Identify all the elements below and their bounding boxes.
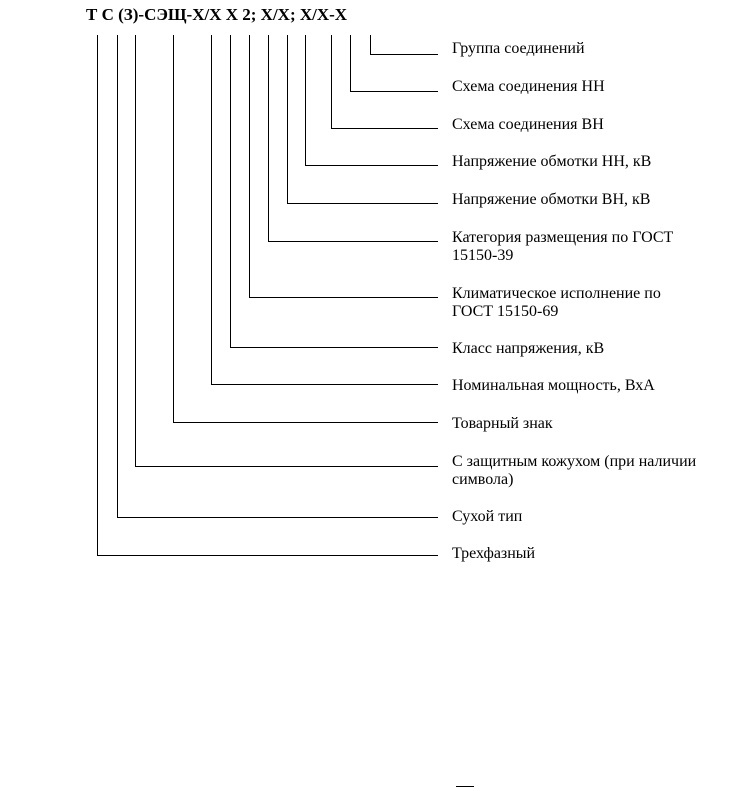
designation-code: Т С (З)-СЭЩ-Х/Х Х 2; Х/Х; Х/Х-Х — [86, 5, 348, 24]
legend-label-line: Номинальная мощность, ВхА — [452, 377, 655, 394]
legend-label: Схема соединения ВН — [452, 116, 604, 134]
leader-line — [97, 35, 438, 556]
leader-line — [305, 35, 438, 166]
legend-label-line: Класс напряжения, кВ — [452, 340, 605, 357]
leader-line — [135, 35, 438, 467]
leader-line — [287, 35, 438, 204]
legend-label-line: Схема соединения ВН — [452, 116, 604, 133]
leader-line — [249, 35, 438, 298]
page-dash — [456, 786, 474, 787]
leader-line — [331, 35, 438, 129]
legend-label-line: Категория размещения по ГОСТ — [452, 229, 674, 246]
legend-label-line: Напряжение обмотки ВН, кВ — [452, 191, 651, 208]
legend-label-line: Группа соединений — [452, 40, 585, 57]
legend-label: Группа соединений — [452, 40, 585, 58]
leader-line — [268, 35, 438, 242]
leader-line — [117, 35, 438, 518]
legend-label-line: С защитным кожухом (при наличии — [452, 453, 697, 470]
legend-label-line: 15150-39 — [452, 247, 514, 264]
legend-label: Напряжение обмотки НН, кВ — [452, 153, 651, 171]
legend-label-line: Сухой тип — [452, 508, 523, 525]
leader-lines — [97, 35, 438, 556]
legend-label: Сухой тип — [452, 508, 522, 526]
legend-label-line: Трехфазный — [452, 545, 536, 562]
legend-label: Схема соединения НН — [452, 78, 605, 96]
legend-label-line: Схема соединения НН — [452, 78, 605, 95]
leader-line — [211, 35, 438, 385]
legend-label-line: Товарный знак — [452, 415, 553, 432]
legend-label-line: символа) — [452, 471, 514, 488]
legend-label-line: ГОСТ 15150-69 — [452, 303, 559, 320]
legend-label-line: Климатическое исполнение по — [452, 285, 661, 302]
legend-label: Номинальная мощность, ВхА — [452, 377, 655, 395]
leader-line — [230, 35, 438, 348]
leader-line — [370, 35, 438, 55]
legend-label: Товарный знак — [452, 415, 553, 433]
leader-line — [173, 35, 438, 423]
legend-label: Напряжение обмотки ВН, кВ — [452, 191, 650, 209]
legend-label-line: Напряжение обмотки НН, кВ — [452, 153, 652, 170]
legend-label: Класс напряжения, кВ — [452, 340, 604, 358]
leader-line — [350, 35, 438, 92]
legend-label: Трехфазный — [452, 545, 535, 563]
